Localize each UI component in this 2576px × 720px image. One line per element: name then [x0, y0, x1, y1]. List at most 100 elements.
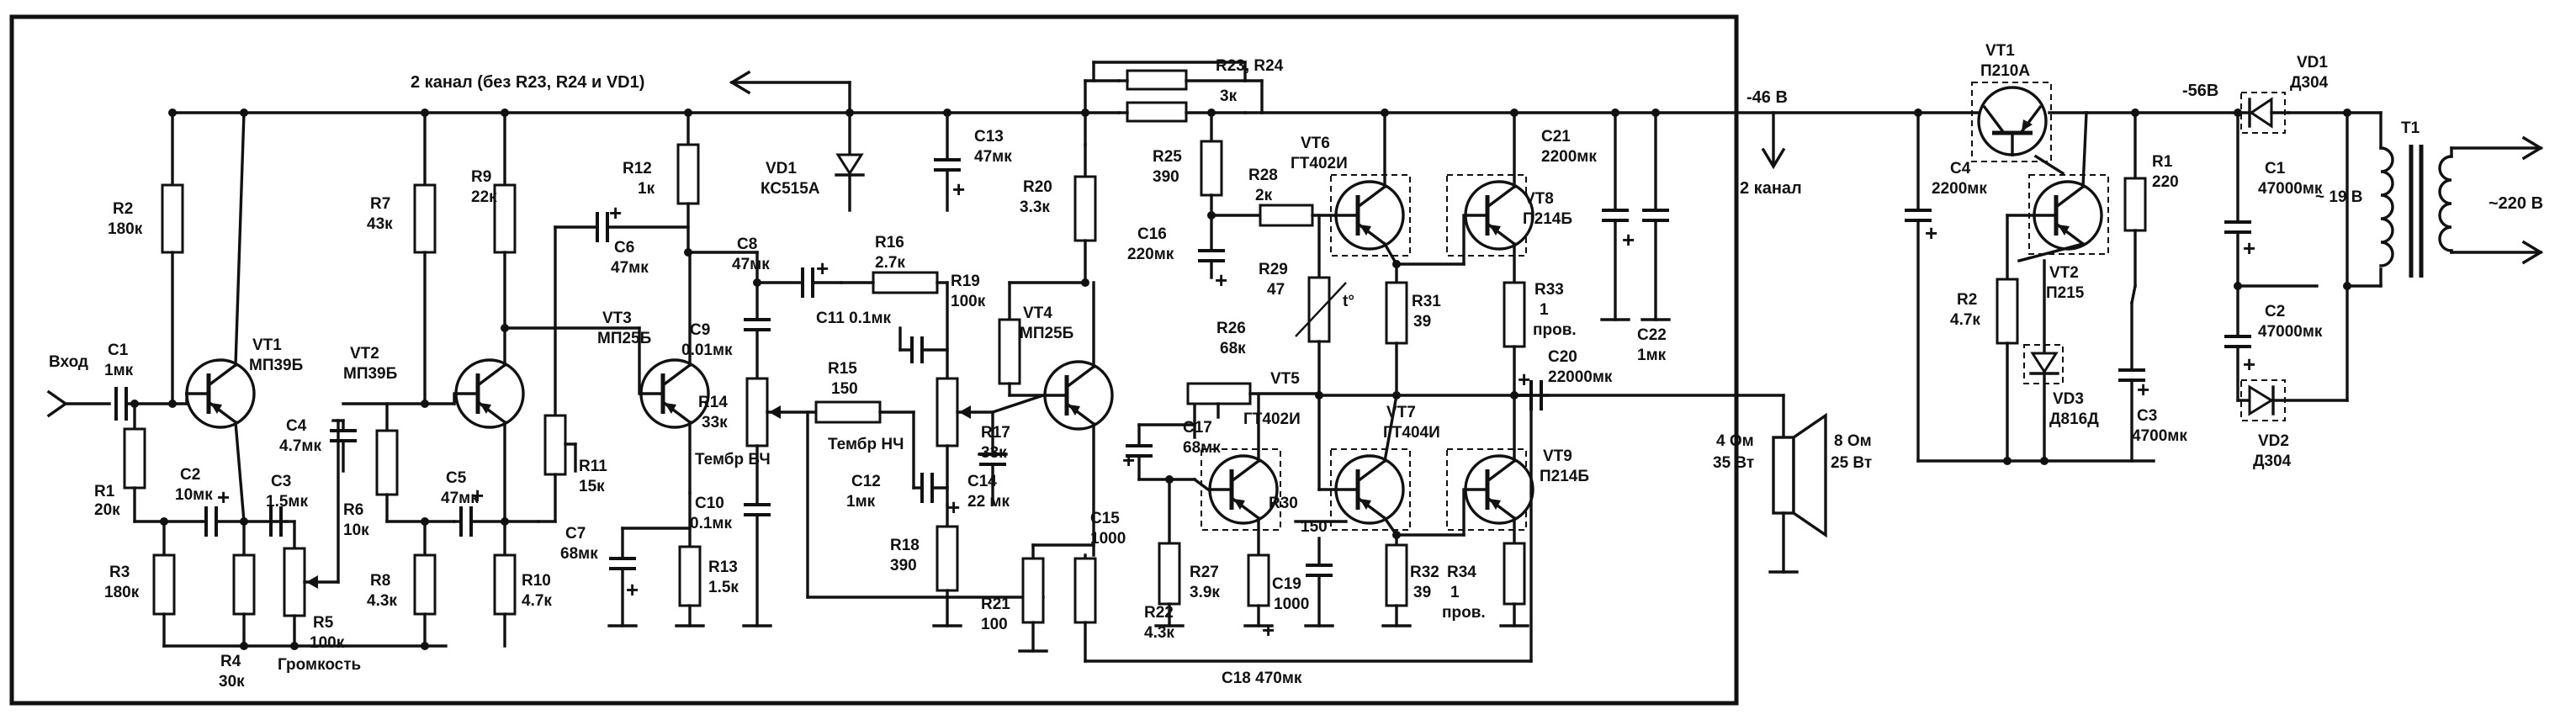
label-vt2: VT2 — [350, 345, 379, 363]
capacitor-c13 — [934, 111, 961, 212]
resistor-r33 — [1503, 281, 1526, 348]
label-c13-value: 47мк — [974, 148, 1012, 166]
label-volume: Громкость — [278, 656, 361, 674]
label-c15: C15 — [1090, 510, 1120, 527]
label-c3-value: 1.5мк — [266, 493, 308, 511]
plus-c6: + — [609, 200, 622, 225]
label-r27: R27 — [1190, 564, 1219, 581]
resistor-r10 — [493, 553, 517, 616]
label-r34-note: пров. — [1442, 604, 1486, 622]
label-psu-r1-value: 220 — [2152, 173, 2179, 191]
label-c11: C11 0.1мк — [816, 310, 892, 327]
label-minus56v: -56В — [2182, 82, 2218, 100]
label-psu-c4-value: 2200мк — [1932, 180, 1987, 198]
transistor-vt4 — [1043, 362, 1112, 429]
resistor-r20 — [1073, 175, 1097, 242]
label-r18-value: 390 — [890, 557, 917, 574]
label-c12-value: 1мк — [846, 493, 876, 511]
label-vt7: VT7 — [1386, 404, 1416, 421]
junction-dots — [130, 109, 2351, 650]
plus-psu-c4: + — [1925, 220, 1937, 246]
input-connector — [46, 389, 111, 418]
label-vt1-type: МП39Б — [249, 357, 303, 374]
label-r13: R13 — [708, 559, 738, 576]
label-r12: R12 — [623, 160, 652, 177]
plus-psu-c2: + — [2243, 352, 2255, 377]
label-c5-value: 47мк — [441, 490, 479, 507]
label-psu-vt1-type: П210А — [1980, 62, 2030, 80]
label-channel2: 2 канал — [1740, 179, 1802, 198]
resistor-r27 — [1158, 542, 1181, 606]
resistor-r34 — [1503, 542, 1526, 606]
label-vt6: VT6 — [1301, 135, 1330, 152]
label-c19: C19 — [1272, 575, 1301, 593]
label-c12: C12 — [851, 473, 881, 490]
resistor-r12 — [676, 143, 700, 205]
label-r15: R15 — [828, 360, 857, 378]
label-r21: R21 — [981, 596, 1010, 613]
resistor-r-misc — [1247, 553, 1270, 607]
resistor-r7 — [413, 183, 437, 254]
resistor-r21 — [1021, 557, 1045, 624]
transformer-t1 — [2379, 135, 2544, 278]
transistor-vt1 — [185, 360, 254, 427]
label-c16-value: 220мк — [1127, 246, 1174, 263]
zener-vd1 — [835, 111, 865, 212]
label-channel2-top: 2 канал (без R23, R24 и VD1) — [411, 73, 644, 92]
plus-c7: + — [626, 577, 639, 602]
transistor-vt9 — [1464, 456, 1533, 523]
plus-c20: + — [1518, 367, 1530, 392]
label-r23-r24: R23, R24 — [1216, 57, 1284, 75]
label-c20-value: 22000мк — [1548, 368, 1613, 386]
label-c19-value: 1000 — [1274, 596, 1309, 613]
label-r7-value: 43к — [367, 215, 393, 233]
label-c14: C14 — [967, 473, 997, 490]
label-vt1: VT1 — [252, 336, 282, 354]
trimmer-r11 — [543, 414, 567, 476]
channel2-output-arrow — [729, 70, 851, 114]
label-vt8-type: П214Б — [1523, 210, 1572, 228]
plus-misc: + — [1262, 617, 1275, 643]
label-vt2-type: МП39Б — [343, 365, 397, 383]
channel2-arrow-down — [1761, 111, 1786, 170]
label-tone-hf: Тембр ВЧ — [695, 451, 771, 469]
speaker — [1768, 394, 1827, 574]
label-c21: C21 — [1541, 128, 1571, 146]
label-r1-value: 20к — [94, 501, 120, 519]
label-r9: R9 — [471, 168, 491, 186]
resistor-psu-r2 — [1996, 278, 2019, 345]
label-psu-vd2-type: Д304 — [2253, 453, 2292, 470]
label-r16-value: 2.7к — [875, 254, 905, 272]
label-220v: ~220 В — [2489, 194, 2543, 213]
label-c4: C4 — [286, 417, 307, 435]
label-r20: R20 — [1023, 178, 1052, 196]
label-r20-value: 3.3к — [1020, 199, 1050, 216]
label-vd1-type: КС515А — [761, 180, 820, 198]
resistor-r17 — [998, 318, 1021, 385]
label-r19-value: 100к — [951, 293, 986, 310]
label-r13-value: 1.5к — [708, 579, 739, 596]
label-psu-c2: C2 — [2265, 303, 2285, 320]
label-vt6-type: ГТ402И — [1291, 155, 1348, 172]
label-19v: ~ 19 В — [2315, 188, 2363, 206]
label-r8: R8 — [370, 572, 390, 590]
label-speaker-8ohm-power: 25 Вт — [1831, 454, 1872, 472]
resistor-psu-r1 — [2123, 177, 2147, 232]
resistor-r32 — [1385, 543, 1408, 607]
transistor-psu-vt1 — [1979, 87, 2046, 156]
resistor-r16 — [872, 271, 939, 294]
label-speaker-4ohm-power: 35 Вт — [1713, 454, 1754, 472]
label-c10-value: 0.1мк — [690, 515, 732, 532]
label-c3: C3 — [271, 473, 291, 490]
label-c8-value: 47мк — [732, 256, 770, 273]
label-r26: R26 — [1216, 320, 1246, 337]
label-r15-value: 150 — [831, 380, 858, 398]
label-c10: C10 — [695, 495, 724, 512]
label-psu-vd1: VD1 — [2297, 54, 2328, 71]
plus-psu-c1: + — [2243, 236, 2255, 261]
resistor-r13 — [678, 545, 702, 607]
label-minus46v: -46 В — [1746, 88, 1788, 107]
label-c7-value: 68мк — [560, 545, 598, 563]
label-r1: R1 — [94, 483, 115, 500]
